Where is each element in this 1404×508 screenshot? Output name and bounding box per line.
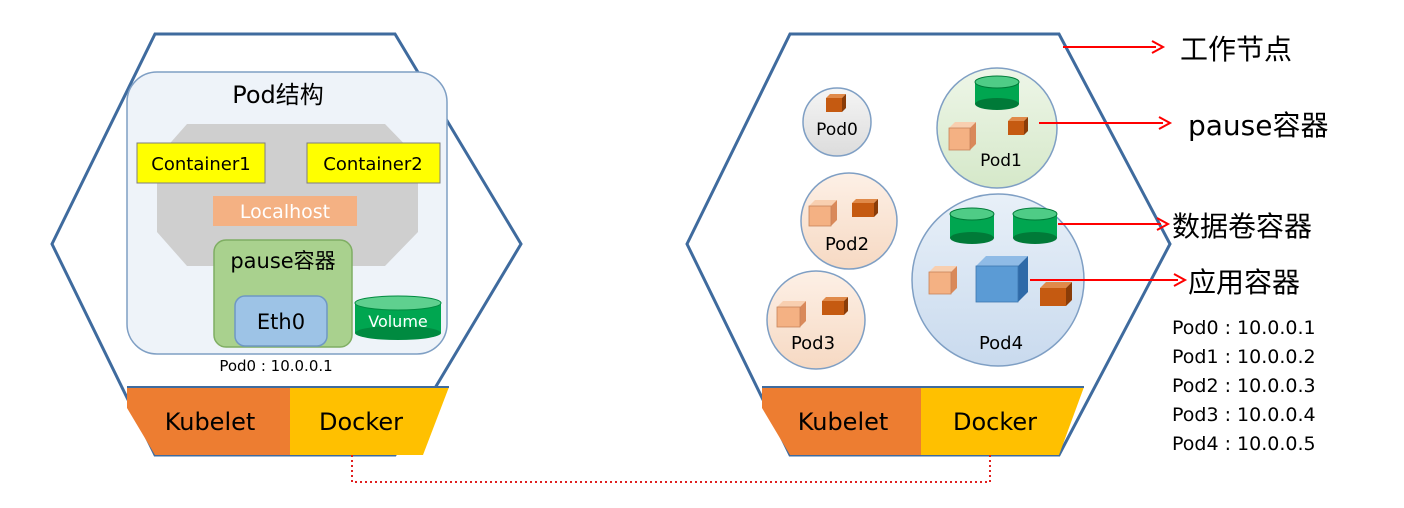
container2-label: Container2 [323,154,422,175]
pod4-volume-cylinder-2 [1012,207,1058,244]
eth0-box [234,295,328,347]
pod4-app-cube-small [928,266,957,295]
localhost-label: Localhost [240,201,330,223]
legend-app-container: 应用容器 [1188,266,1300,299]
pod1-label: Pod1 [980,151,1022,171]
volume-cylinder [354,295,442,340]
pod-structure-title: Pod结构 [232,81,324,109]
pod4-app-cube-blue [975,256,1028,303]
left-kubelet-bar [127,387,290,455]
container1-label: Container1 [151,154,250,175]
legend-pause-container: pause容器 [1188,109,1329,142]
pod1-circle [936,67,1058,189]
pod2-label: Pod2 [825,234,869,255]
pause-container-arrow [1039,116,1173,130]
right-docker-bar [921,387,1084,455]
pod3-pause-cube [822,297,848,315]
pod0-label: Pod0 [816,120,858,140]
left-docker-bar [290,387,449,455]
pod1-volume-cylinder [974,75,1020,110]
volume-container-arrow [1058,217,1171,231]
localhost-box [213,196,357,226]
eth0-label: Eth0 [257,310,305,334]
left-kubelet-label: Kubelet [165,408,256,436]
right-worker-node: Pod0 Pod1 Pod2 [685,32,1172,457]
pod-ip-item: Pod0 : 10.0.0.1 [1172,317,1316,339]
pod2-pause-cube [852,199,878,217]
pod2-circle [800,172,898,270]
right-docker-label: Docker [953,408,1037,436]
pod1-app-cube [948,122,976,151]
volume-label: Volume [368,312,428,331]
legend-data-volume-container: 数据卷容器 [1172,210,1312,243]
app-container-arrow [1030,273,1188,287]
container2-box [306,142,441,184]
work-node-arrow [1063,40,1166,54]
pod4-pause-cube [1040,282,1072,306]
docker-network-link [351,455,991,483]
legend-work-node: 工作节点 [1180,33,1292,66]
pod1-pause-cube [1008,117,1028,135]
pod3-app-cube [776,301,806,328]
pod0-circle [802,87,872,157]
pause-container-label: pause容器 [230,249,335,273]
right-kubelet-bar [762,387,921,455]
pod-ip-item: Pod3 : 10.0.0.4 [1172,404,1316,426]
left-worker-node: Pod结构 Container1 Container2 Localhost pa… [50,32,523,457]
legend: 工作节点 pause容器 数据卷容器 应用容器 [1030,33,1329,299]
pod-ip-item: Pod1 : 10.0.0.2 [1172,346,1316,368]
pod2-app-cube [808,200,837,227]
left-pod-ip-label: Pod0 : 10.0.0.1 [219,357,332,375]
pod-ip-item: Pod2 : 10.0.0.3 [1172,375,1316,397]
pod4-volume-cylinder-1 [949,207,995,244]
pod4-label: Pod4 [979,333,1023,354]
pod3-label: Pod3 [791,333,835,354]
container1-box [136,142,266,184]
left-docker-label: Docker [319,408,403,436]
pod3-circle [766,270,866,370]
pod-ip-item: Pod4 : 10.0.0.5 [1172,433,1316,455]
pod0-pause-cube [826,94,846,112]
right-kubelet-label: Kubelet [798,408,889,436]
pod-ip-list: Pod0 : 10.0.0.1 Pod1 : 10.0.0.2 Pod2 : 1… [1172,317,1316,455]
